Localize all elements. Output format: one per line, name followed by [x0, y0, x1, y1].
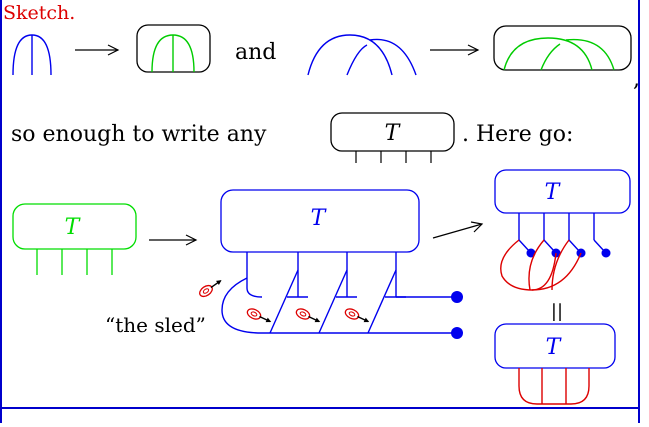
pushpin-icon [344, 308, 370, 323]
line1-boxed-arch [136, 24, 211, 73]
pushpin-icon [246, 308, 272, 323]
trailing-comma: , [633, 67, 640, 92]
line1-boxed-double-arch [493, 25, 632, 71]
arrow-icon [75, 44, 120, 56]
left-green-box: T [12, 203, 137, 275]
sled-endpoint-bottom [451, 327, 463, 339]
line2-T-box: T [330, 112, 455, 163]
sled-endpoint-top [451, 291, 463, 303]
right-top-T-box: T [494, 169, 631, 291]
middle-T-box: T [220, 189, 420, 253]
line1-double-arch [307, 34, 417, 76]
line2-suffix: . Here go: [462, 122, 573, 147]
right-bottom-T-box: T [494, 323, 616, 405]
line2-prefix: so enough to write any [11, 122, 267, 147]
middle-box-label: T [311, 206, 328, 231]
arrow-icon [432, 221, 484, 239]
line2-box-label: T [385, 121, 402, 146]
right-top-box-label: T [545, 180, 562, 205]
sled-strands [221, 252, 456, 334]
pushpin-icon [199, 280, 222, 298]
slide-frame [0, 0, 640, 423]
connector-and: and [235, 40, 276, 65]
pushpin-icon [295, 308, 321, 323]
arrow-icon [430, 44, 480, 56]
line1-arch [12, 34, 52, 76]
arrow-icon [149, 234, 198, 246]
sled-caption: “the sled” [105, 313, 206, 337]
left-box-label: T [65, 215, 82, 240]
right-bottom-box-label: T [546, 335, 563, 360]
heading: Sketch. [3, 2, 75, 24]
equals-symbol: || [551, 301, 563, 322]
